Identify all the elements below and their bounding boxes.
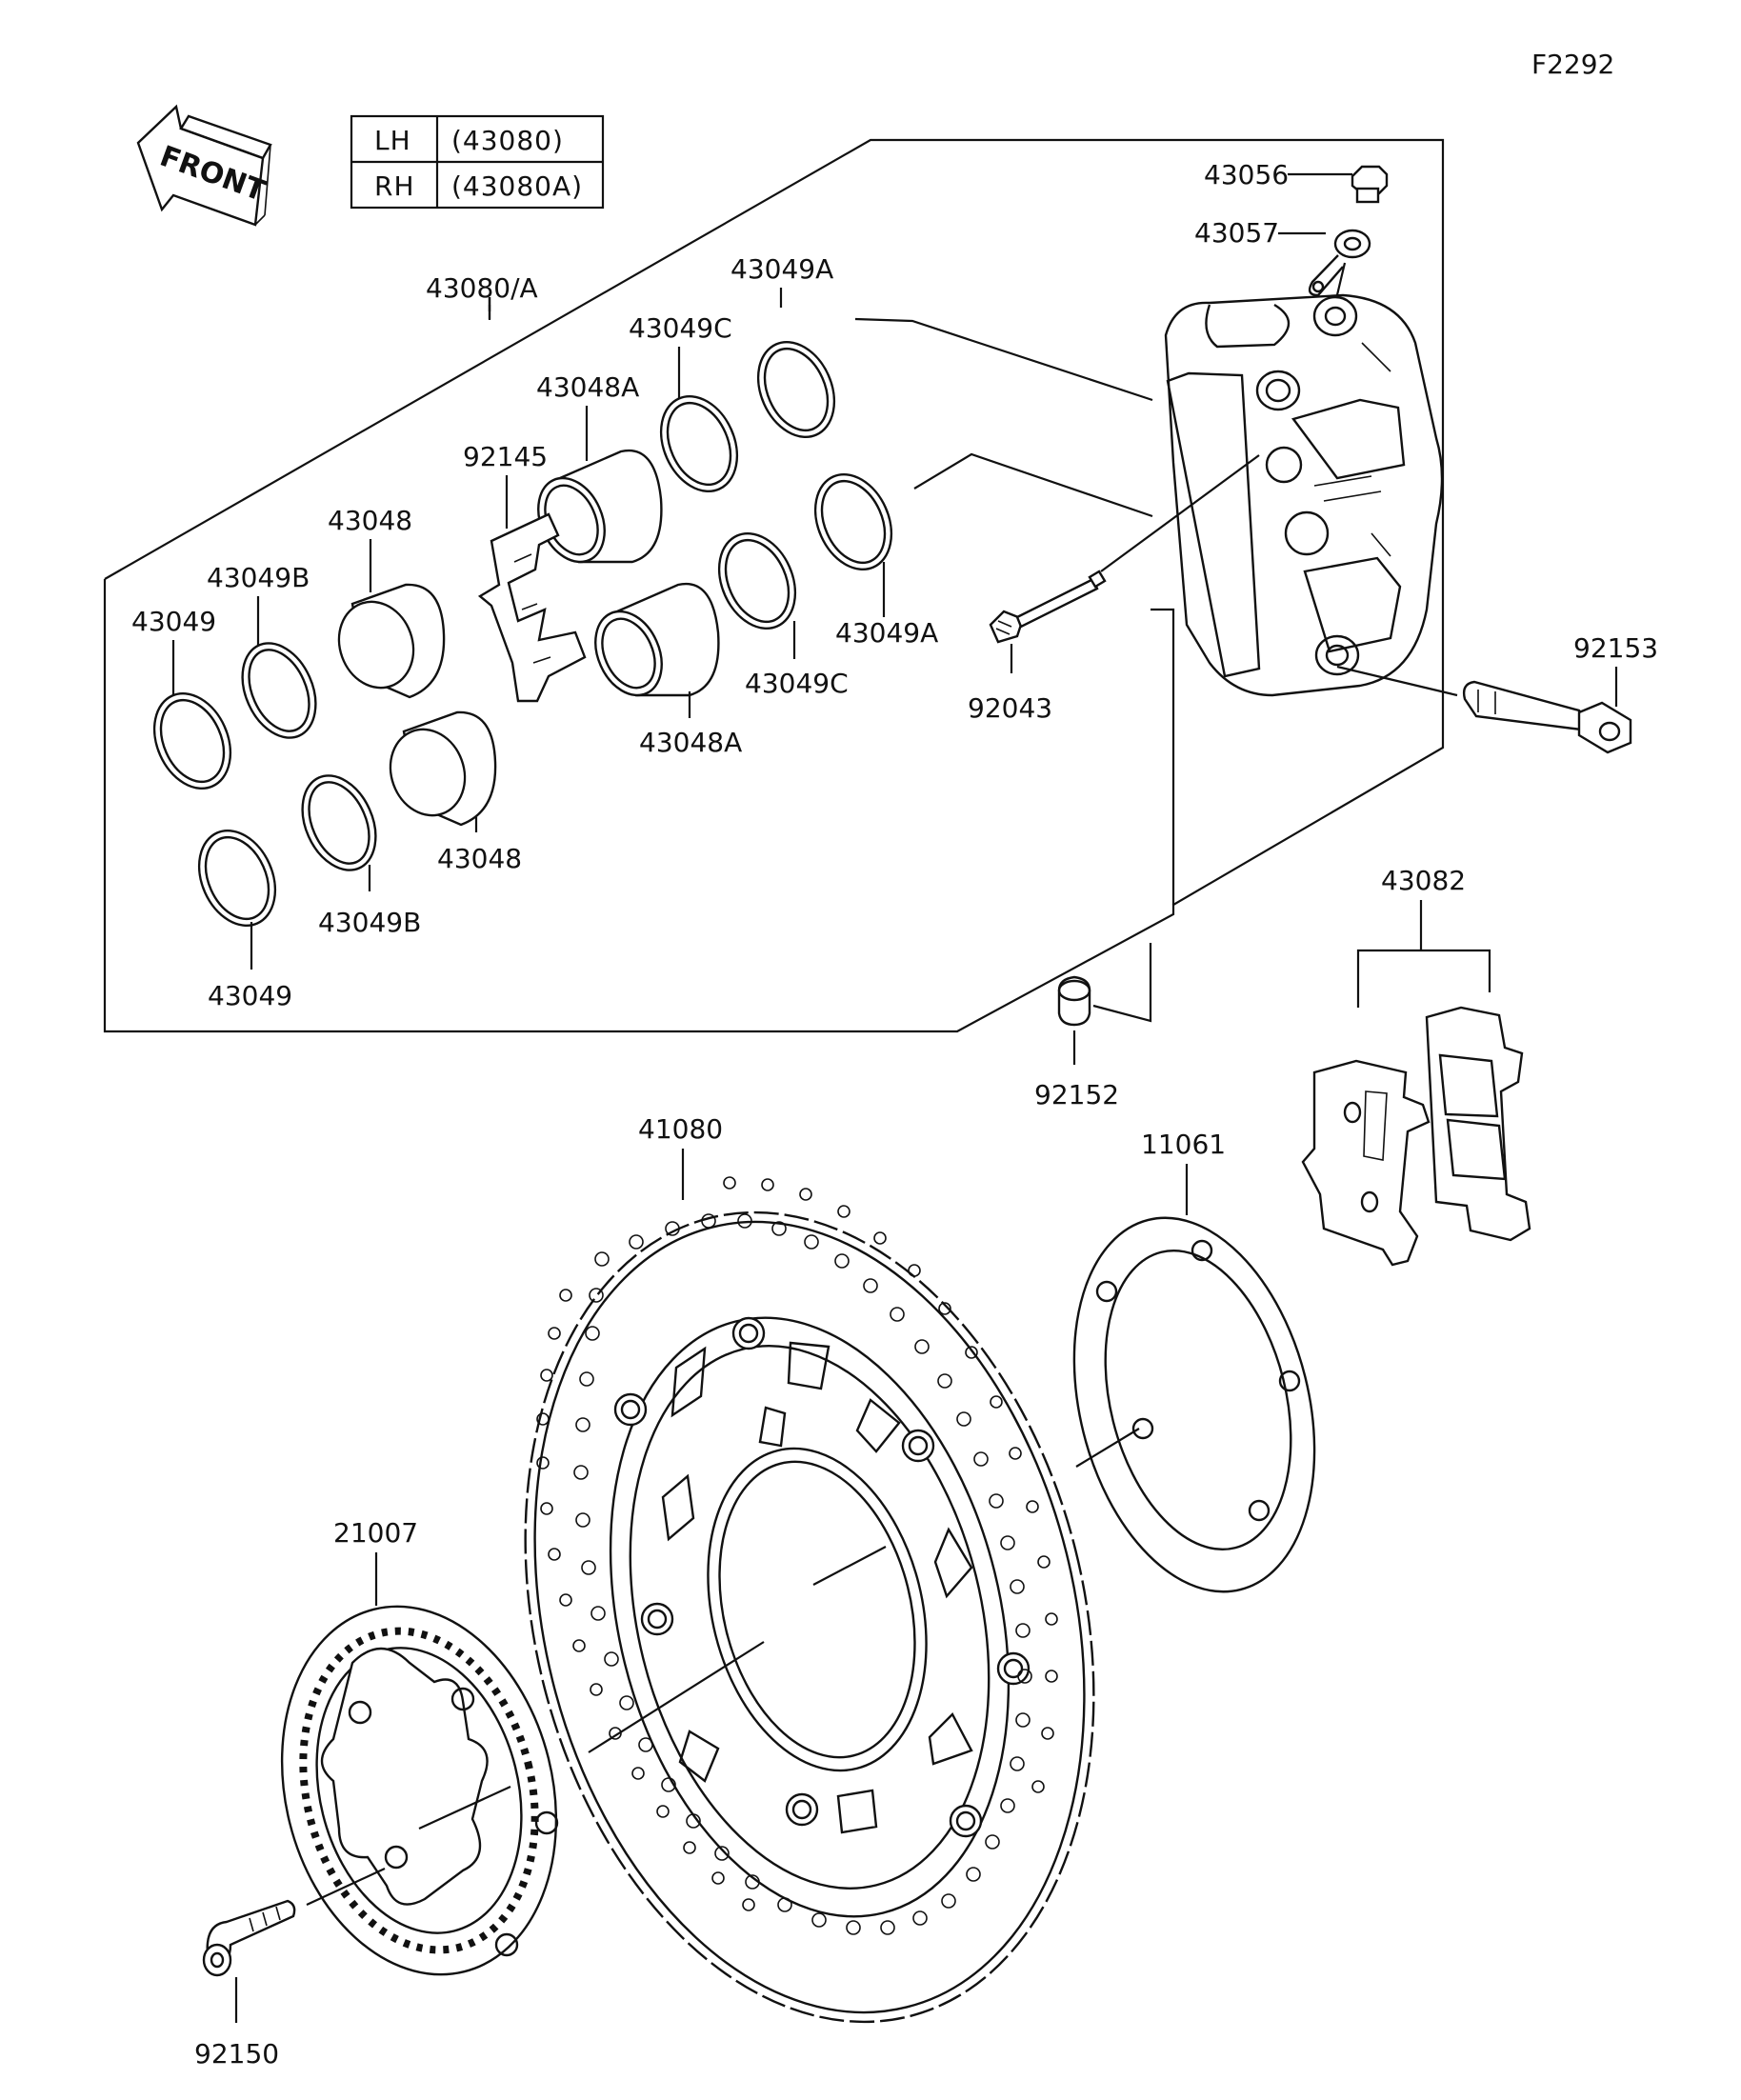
piston-43048-top-part [337,583,446,699]
callout-43080a: 43080/A [426,272,538,304]
shim-plate-part [1072,1216,1316,1593]
variant-rh-part: (43080A) [451,170,583,202]
callout-11061: 11061 [1141,1129,1226,1160]
callout-43048-top: 43048 [328,505,412,536]
callout-92043: 92043 [968,692,1052,724]
callout-43049-top: 43049 [131,606,216,637]
bleeder-bracket-part [1308,229,1371,297]
callout-92150: 92150 [194,2038,279,2070]
callout-43049c-top: 43049C [629,312,732,344]
seal-43049c-bottom-part [717,531,797,630]
callout-92153: 92153 [1573,632,1658,664]
callout-92145: 92145 [463,441,548,472]
variant-rh-side: RH [374,170,415,202]
callout-43056: 43056 [1204,159,1289,190]
callout-43049c-bottom: 43049C [745,668,849,699]
rotor-screw-part [202,1899,296,1977]
bleeder-cap-part [1351,165,1389,204]
brake-disc-part [524,1176,1095,2024]
piston-43048-bottom-part [389,710,497,827]
pad-spring-part [477,512,587,703]
callout-43048a-bottom: 43048A [639,727,742,758]
mounting-bolt-part [1462,680,1632,754]
piston-43048a-bottom-part [594,582,720,697]
callout-43049a-top: 43049A [730,253,833,285]
variant-table: LH (43080) RH (43080A) [350,114,605,210]
callout-43048-bottom: 43048 [437,843,522,874]
front-arrow-icon: FRONT [136,104,272,227]
seal-43049b-bottom-part [301,774,377,871]
seal-43049c-top-part [659,394,739,493]
piston-43048a-top-part [537,449,663,564]
callout-43049b-bottom: 43049B [318,907,421,938]
figure-code: F2292 [1531,49,1614,80]
callout-41080: 41080 [638,1113,723,1145]
seal-43049b-top-part [241,642,317,739]
callout-43049b-top: 43049B [207,562,310,593]
callout-21007: 21007 [333,1517,418,1549]
seal-43049-bottom-part [197,829,277,928]
callout-92152: 92152 [1034,1079,1119,1110]
caliper-body-part [1164,293,1444,697]
brake-pad-right-part [1425,1006,1531,1242]
abs-rotor-part [280,1605,559,1976]
variant-lh-part: (43080) [451,125,564,156]
callout-43057: 43057 [1194,217,1279,249]
seal-43049a-top-part [756,340,836,439]
callout-43048a-top: 43048A [536,371,639,403]
callout-43082: 43082 [1381,865,1466,896]
callout-43049-bottom: 43049 [208,980,292,1011]
callout-43049a-bottom: 43049A [835,617,938,649]
seal-43049a-bottom-part [813,472,893,571]
seal-43049-top-part [152,691,232,790]
collar-part [1057,975,1091,1027]
variant-lh-side: LH [374,125,411,156]
brake-pad-left-part [1301,1059,1431,1267]
slide-pin-part [989,570,1107,644]
